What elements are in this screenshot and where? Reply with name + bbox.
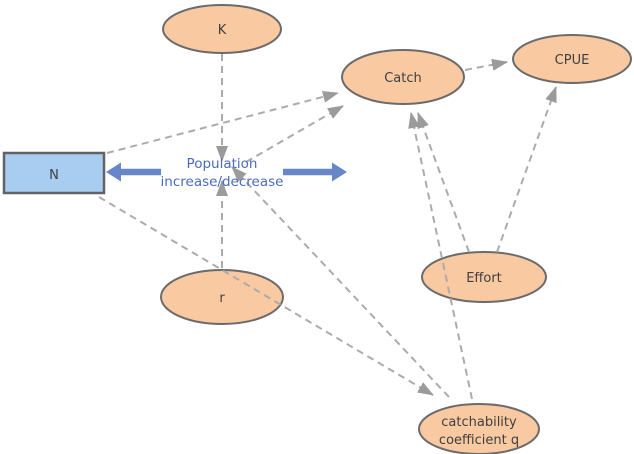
stock-n-label: N (49, 168, 59, 183)
flow-arrow-right-icon (283, 162, 347, 182)
node-k-label: K (218, 23, 227, 38)
flow-label-line1: Population (187, 156, 258, 172)
stock-n (2, 151, 106, 195)
flow-arrow-left-icon (106, 162, 161, 182)
node-cpue (512, 34, 632, 84)
node-catch (341, 49, 465, 105)
edge-n-to-q (98, 196, 434, 396)
node-r (160, 269, 284, 325)
node-k (162, 4, 282, 54)
node-cpue-label: CPUE (555, 53, 590, 68)
node-r-label: r (219, 291, 225, 306)
node-q (418, 403, 540, 454)
node-catch-label: Catch (384, 71, 422, 86)
edge-n-to-catch (106, 90, 339, 154)
edge-effort-to-catch (417, 112, 470, 253)
edge-catch-to-cpue (464, 58, 508, 71)
node-q-label-line1: catchability (441, 415, 517, 430)
edge-q-to-flow (231, 166, 450, 398)
node-q-label-line2: coefficient q (439, 433, 519, 448)
edge-effort-to-cpue (496, 86, 557, 253)
node-effort (421, 251, 547, 303)
node-effort-label: Effort (466, 271, 502, 286)
edge-q-to-catch (408, 112, 473, 400)
flow-label-line2: increase/decrease (161, 174, 284, 190)
edge-flow-to-catch (245, 105, 344, 163)
